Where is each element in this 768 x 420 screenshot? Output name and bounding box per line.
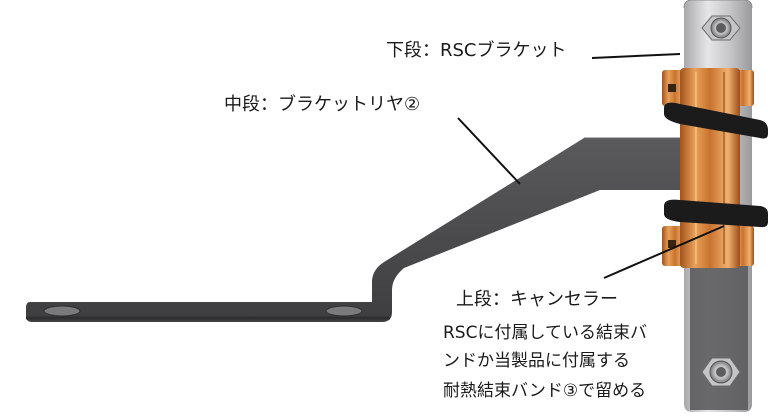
label-lower-rsc-bracket: 下段：RSCブラケット [386,40,567,61]
note-line-3: 耐熱結束バンド③で留める [443,381,647,401]
bottom-nut-icon [701,357,741,387]
leader-lines [457,53,725,279]
top-nut-icon [701,15,741,41]
upper-zip-tie [664,102,768,139]
note-line-2: ンドか当製品に付属する [443,351,630,371]
leader-line-lower [591,53,681,59]
leader-line-middle [457,117,521,185]
label-middle-rear-bracket: 中段：ブラケットリヤ② [224,94,421,115]
lower-zip-tie [664,199,768,228]
label-upper-canceller: 上段：キャンセラー [456,289,618,310]
leader-line-upper [603,225,725,279]
note-line-1: RSCに付属している結束バ [443,323,647,343]
